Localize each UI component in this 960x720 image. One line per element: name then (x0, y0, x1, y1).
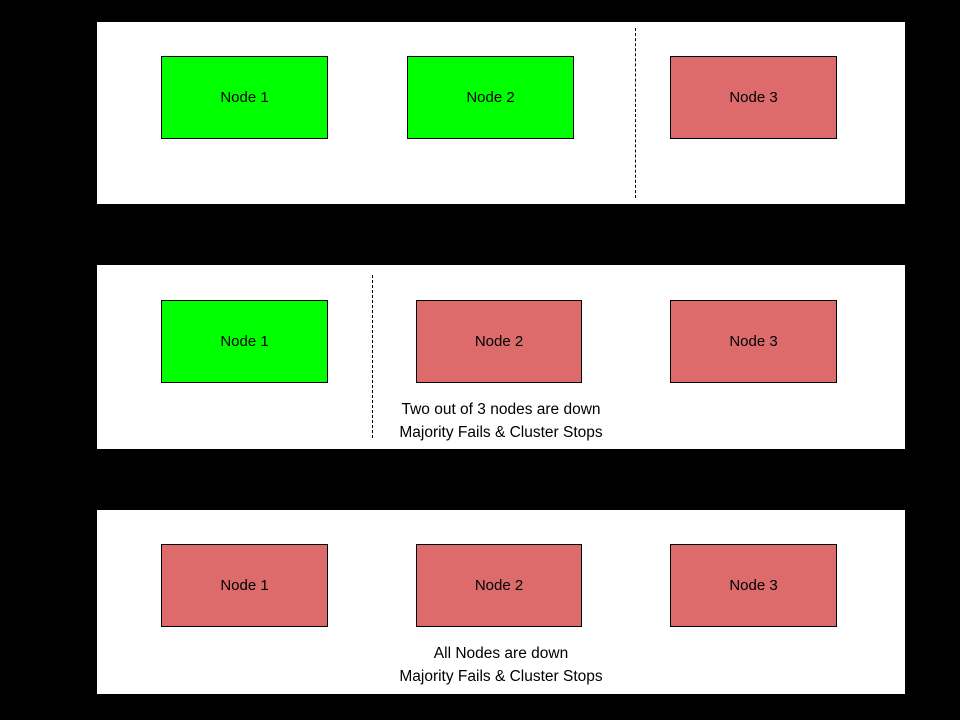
scenario-caption: Two out of 3 nodes are down Majority Fai… (96, 398, 906, 444)
node-box-2: Node 2 (416, 544, 582, 627)
node-box-1: Node 1 (161, 56, 328, 139)
quorum-divider-line (635, 28, 636, 198)
caption-line-1: All Nodes are down (433, 645, 569, 662)
node-box-3: Node 3 (670, 544, 837, 627)
node-label: Node 3 (729, 333, 778, 350)
node-box-3: Node 3 (670, 300, 837, 383)
caption-line-2: Majority Fails & Cluster Stops (399, 424, 603, 441)
node-label: Node 2 (466, 89, 515, 106)
caption-line-1: Two out of 3 nodes are up (411, 221, 591, 238)
caption-line-1: Two out of 3 nodes are down (401, 401, 601, 418)
node-box-1: Node 1 (161, 300, 328, 383)
scenario-caption: All Nodes are down Majority Fails & Clus… (96, 642, 906, 688)
node-box-3: Node 3 (670, 56, 837, 139)
scenario-panel-two-of-three-up: Node 1 Node 2 Node 3 Two out of 3 nodes … (96, 21, 906, 307)
node-label: Node 1 (220, 577, 269, 594)
node-label: Node 2 (474, 577, 524, 594)
node-box-2: Node 2 (407, 56, 574, 139)
node-box-2: Node 2 (416, 300, 582, 383)
node-label: Node 2 (474, 333, 524, 350)
scenario-panel-two-of-three-down: Node 1 Node 2 Node 3 (96, 264, 906, 450)
node-label: Node 1 (220, 333, 269, 350)
quorum-divider-line (372, 275, 373, 438)
node-box-1: Node 1 (161, 544, 328, 627)
node-label: Node 3 (729, 577, 778, 594)
scenario-panel-all-down: Node 1 Node 2 Node 3 (96, 509, 906, 695)
node-label: Node 1 (220, 89, 269, 106)
node-label: Node 3 (729, 89, 778, 106)
caption-line-2: Majority Fails & Cluster Stops (399, 668, 603, 685)
